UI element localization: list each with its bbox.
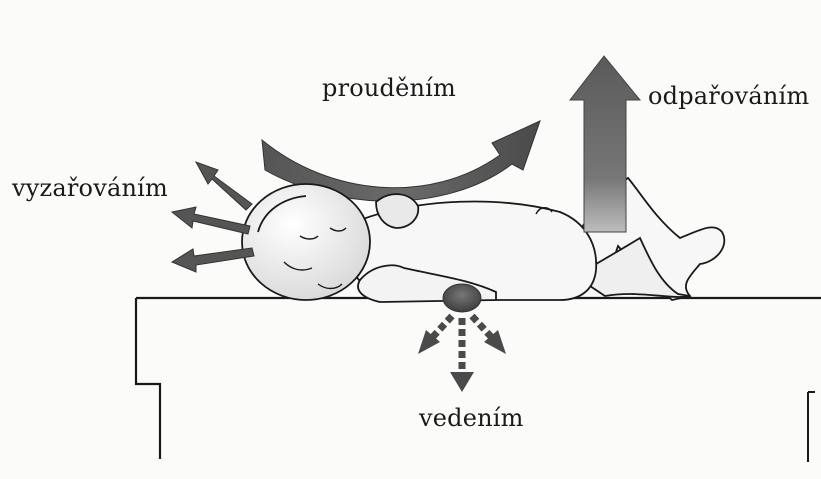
radiation-arrows <box>172 162 254 272</box>
conduction-contact-spot <box>443 284 481 312</box>
evaporation-label: odpařováním <box>648 82 809 110</box>
radiation-arrow-bottom <box>172 248 254 272</box>
table <box>136 298 821 462</box>
convection-label: prouděním <box>322 74 456 102</box>
conduction-label: vedením <box>419 404 524 432</box>
radiation-label: vyzařováním <box>12 174 168 202</box>
radiation-arrow-top <box>196 162 252 210</box>
baby <box>242 178 724 302</box>
radiation-arrow-middle <box>172 207 250 234</box>
